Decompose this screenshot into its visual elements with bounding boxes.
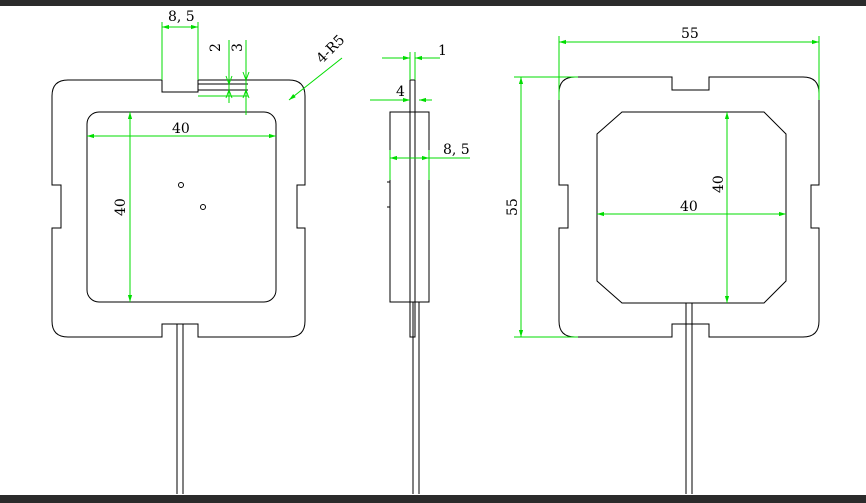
drawing-sheet bbox=[0, 6, 866, 495]
front-outer-outline bbox=[51, 79, 306, 338]
back-dimensions bbox=[514, 36, 820, 338]
label-patch-width: 40 bbox=[680, 199, 698, 215]
side-dim-labels: 1 4 8, 5 bbox=[396, 43, 470, 158]
label-outer-height: 55 bbox=[505, 198, 521, 216]
label-outer-width: 55 bbox=[681, 26, 699, 42]
dim-tick bbox=[242, 89, 247, 99]
label-patch-height: 40 bbox=[711, 175, 727, 193]
label-total-thickness: 8, 5 bbox=[443, 142, 470, 158]
feed-hole bbox=[200, 204, 206, 210]
side-dimensions bbox=[370, 52, 470, 180]
label-step-a: 2 bbox=[208, 43, 224, 52]
front-inner-window bbox=[86, 111, 277, 303]
label-step-b: 3 bbox=[230, 43, 246, 52]
label-plate-thickness: 1 bbox=[438, 43, 447, 59]
dim-leader-radius bbox=[288, 57, 343, 101]
dim-tick bbox=[225, 75, 230, 85]
dim-tick bbox=[225, 89, 230, 99]
dim-tick bbox=[228, 75, 233, 85]
back-dim-labels: 55 55 40 40 bbox=[505, 26, 727, 216]
dim-tick bbox=[245, 71, 250, 81]
front-view bbox=[51, 79, 306, 494]
side-view bbox=[387, 79, 430, 494]
label-inner-width: 40 bbox=[172, 121, 190, 137]
label-body-thickness: 4 bbox=[396, 84, 405, 100]
label-notch-width: 8, 5 bbox=[168, 9, 195, 25]
dim-tick bbox=[242, 71, 247, 81]
dim-tick bbox=[245, 89, 250, 99]
back-patch-outline bbox=[596, 111, 787, 304]
label-inner-height: 40 bbox=[113, 198, 129, 216]
front-dimensions bbox=[87, 22, 343, 302]
feed-hole bbox=[178, 182, 184, 188]
dim-tick bbox=[228, 89, 233, 99]
